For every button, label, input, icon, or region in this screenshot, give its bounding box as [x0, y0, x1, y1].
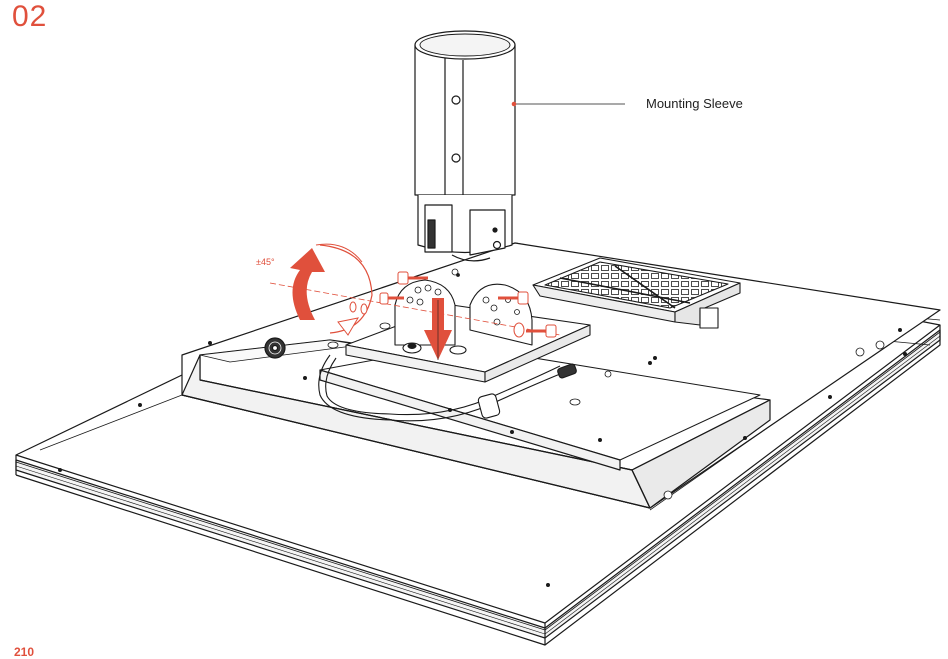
- sleeve-hole-top: [451, 95, 461, 105]
- grill-module: [532, 257, 741, 329]
- bolt-set: [349, 271, 557, 338]
- luminaire-body: [15, 242, 941, 646]
- step-number: 02: [12, 0, 48, 33]
- rotation-indicator: [269, 243, 561, 336]
- mounting-sleeve-label: Mounting Sleeve: [646, 96, 743, 111]
- down-arrow-icon: [424, 298, 452, 360]
- mounting-sleeve: [414, 30, 516, 262]
- power-cable: [318, 354, 577, 422]
- sleeve-hole-bottom: [451, 153, 461, 163]
- rotate-arrow-icon: [290, 248, 325, 320]
- page-number: 210: [14, 645, 35, 659]
- rotation-angle-label: ±45°: [256, 257, 275, 267]
- sleeve-callout: [511, 101, 625, 107]
